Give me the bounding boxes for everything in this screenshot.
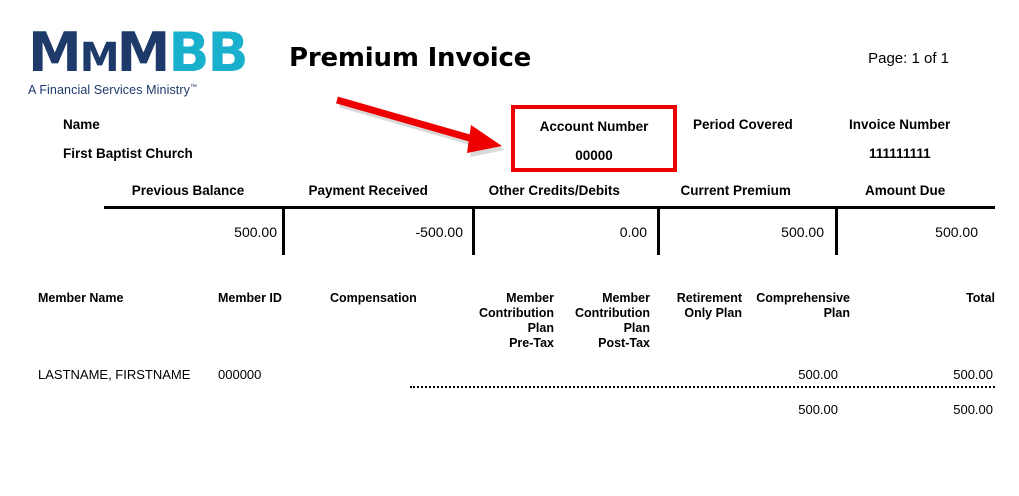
detail-header-total: Total <box>966 291 995 305</box>
row-comprehensive: 500.00 <box>798 367 838 382</box>
mmbb-logo: MMMBB A Financial Services Ministry™ <box>28 26 249 98</box>
logo-letter-m2: M <box>79 35 120 81</box>
summary-value-row: 500.00 -500.00 0.00 500.00 500.00 <box>104 209 995 255</box>
detail-header-pre-tax-line2: Contribution <box>479 306 554 320</box>
member-detail-table: Member Name Member ID Compensation Membe… <box>38 291 995 417</box>
detail-header-retirement-line2: Only Plan <box>684 306 742 320</box>
account-number-value: 00000 <box>575 148 613 163</box>
detail-header-retirement-only-plan: Retirement Only Plan <box>650 291 742 321</box>
detail-header-pre-tax-line1: Member <box>506 291 554 305</box>
summary-header-current-premium: Current Premium <box>680 183 791 198</box>
detail-header-comprehensive-line1: Comprehensive <box>756 291 850 305</box>
trademark-symbol: ™ <box>189 83 198 91</box>
logo-letter-m1: M <box>28 21 82 84</box>
account-number-label: Account Number <box>539 119 649 134</box>
detail-header-member-contribution-pre-tax: Member Contribution Plan Pre-Tax <box>458 291 554 351</box>
totals-divider <box>410 386 995 388</box>
totals-comprehensive: 500.00 <box>798 402 838 417</box>
summary-value-previous-balance: 500.00 <box>104 209 285 255</box>
detail-header-member-name: Member Name <box>38 291 124 305</box>
detail-header-pre-tax-line3: Plan <box>527 321 554 335</box>
summary-header-row: Previous Balance Payment Received Other … <box>104 183 995 198</box>
detail-header-comprehensive-line2: Plan <box>823 306 850 320</box>
row-total: 500.00 <box>953 367 993 382</box>
period-covered-label: Period Covered <box>693 117 793 132</box>
logo-tagline: A Financial Services Ministry™ <box>28 83 238 97</box>
logo-letter-m3: M <box>116 21 171 84</box>
summary-divider <box>104 206 995 209</box>
summary-header-previous-balance: Previous Balance <box>131 183 245 198</box>
invoice-number-value: 111111111 <box>869 146 931 161</box>
row-member-id: 000000 <box>218 367 262 382</box>
totals-row: 500.00 500.00 <box>38 402 995 418</box>
logo-tagline-text: A Financial Services Ministry <box>28 83 190 97</box>
name-label: Name <box>63 117 100 132</box>
page-title: Premium Invoice <box>289 43 532 73</box>
row-member-name: LASTNAME, FIRSTNAME <box>38 367 191 382</box>
summary-header-other-credits-debits: Other Credits/Debits <box>488 183 620 198</box>
detail-header-row: Member Name Member ID Compensation Membe… <box>38 291 995 351</box>
logo-wordmark: MMMBB <box>28 26 249 81</box>
detail-header-member-id: Member ID <box>218 291 282 305</box>
detail-header-pre-tax-line4: Pre-Tax <box>509 336 554 350</box>
invoice-number-label: Invoice Number <box>849 117 951 132</box>
summary-table: Previous Balance Payment Received Other … <box>104 183 995 255</box>
summary-value-current-premium: 500.00 <box>660 209 838 255</box>
callout-arrow-icon <box>336 96 505 157</box>
detail-header-compensation: Compensation <box>330 291 417 305</box>
detail-header-post-tax-line2: Contribution <box>575 306 650 320</box>
account-number-box: Account Number 00000 <box>511 105 677 172</box>
summary-value-amount-due: 500.00 <box>935 224 978 240</box>
summary-header-amount-due: Amount Due <box>865 183 946 198</box>
detail-header-retirement-line1: Retirement <box>676 291 742 305</box>
detail-header-post-tax-line1: Member <box>602 291 650 305</box>
detail-header-post-tax-line3: Plan <box>623 321 650 335</box>
totals-total: 500.00 <box>953 402 993 417</box>
page-number: Page: 1 of 1 <box>868 50 949 67</box>
name-value: First Baptist Church <box>63 146 193 161</box>
detail-header-comprehensive-plan: Comprehensive Plan <box>742 291 850 321</box>
detail-header-post-tax-line4: Post-Tax <box>598 336 650 350</box>
table-row: LASTNAME, FIRSTNAME 000000 500.00 500.00 <box>38 367 995 383</box>
summary-value-other-credits-debits: 0.00 <box>475 209 660 255</box>
summary-value-payment-received: -500.00 <box>285 209 475 255</box>
detail-header-member-contribution-post-tax: Member Contribution Plan Post-Tax <box>554 291 650 351</box>
logo-letters-bb: BB <box>168 21 248 84</box>
summary-header-payment-received: Payment Received <box>308 183 428 198</box>
